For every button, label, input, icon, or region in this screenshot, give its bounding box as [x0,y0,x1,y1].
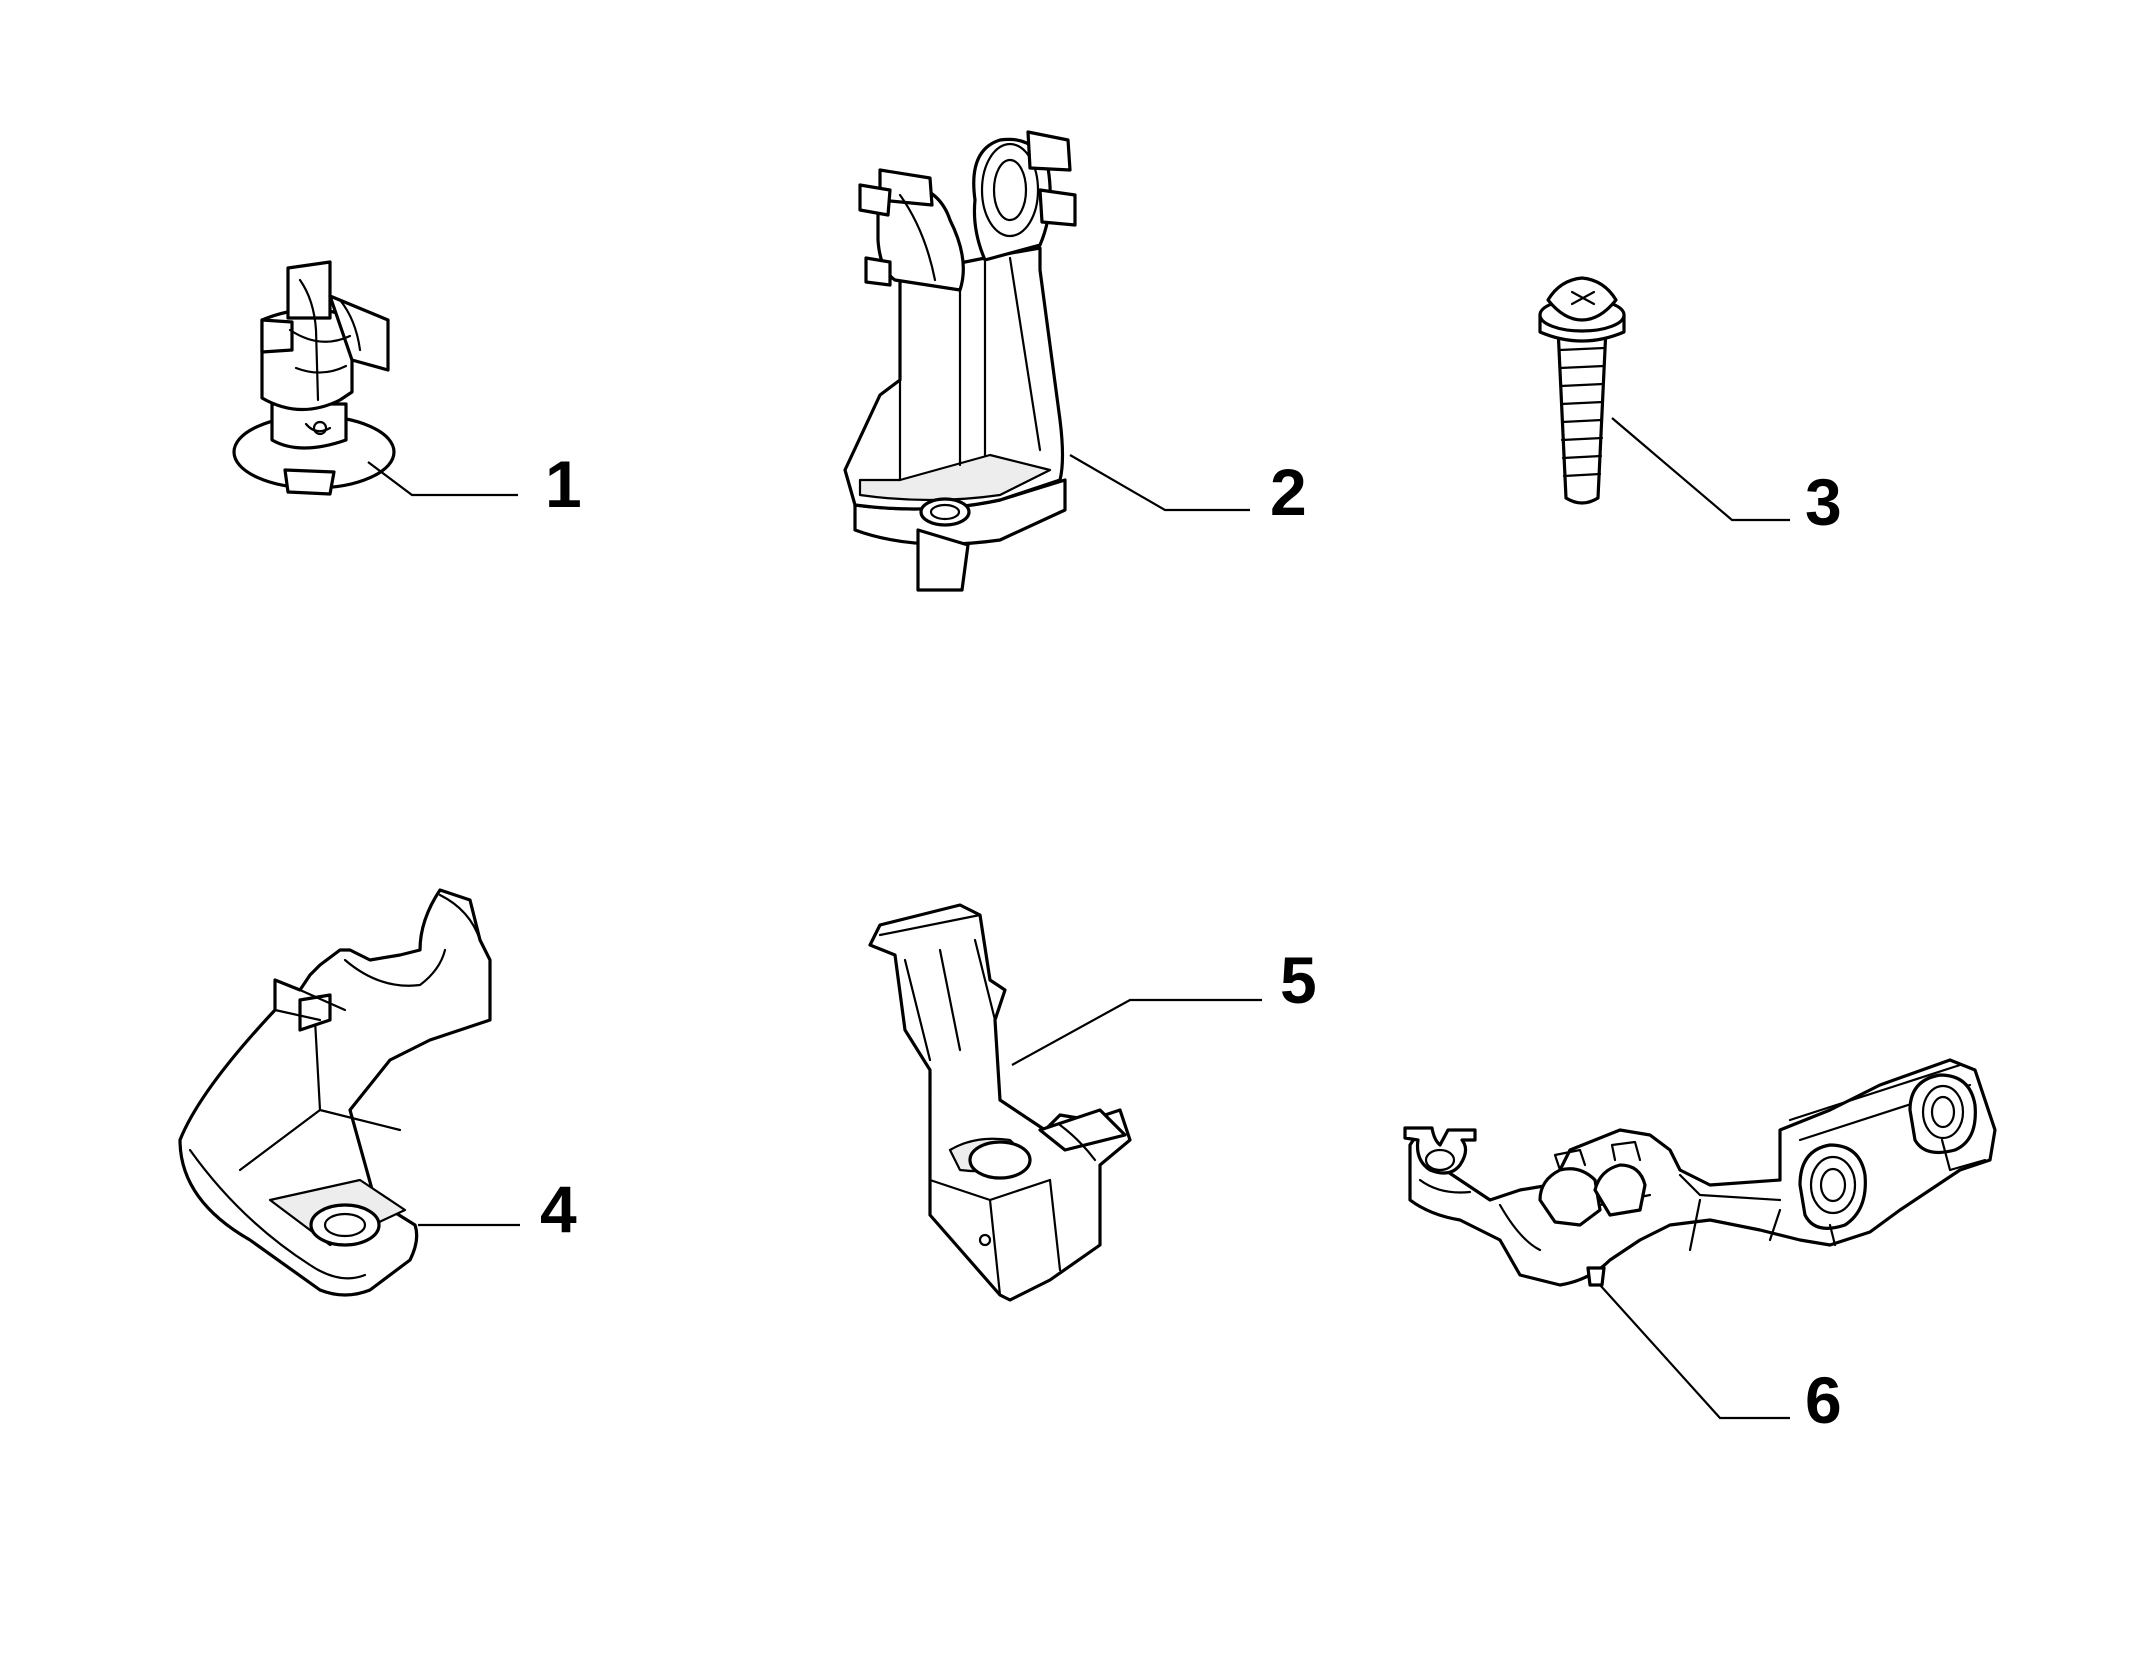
callout-5: 5 [1280,943,1317,1017]
callout-labels: 1 2 3 4 5 6 [540,447,1842,1437]
callout-1: 1 [545,447,582,521]
leader-2 [1069,454,1250,512]
part-4-support [178,888,492,1297]
leader-lines [367,417,1790,1420]
part-1-clip [232,260,396,496]
part-2-bracket [843,130,1077,592]
callout-2: 2 [1270,455,1307,529]
callout-4: 4 [540,1172,577,1246]
part-6-harness-bracket [1403,1058,1997,1287]
leader-1 [367,461,518,497]
leader-5 [1011,998,1262,1066]
leader-3 [1611,417,1790,522]
callout-3: 3 [1805,465,1842,539]
callout-6: 6 [1805,1363,1842,1437]
leader-6 [1599,1284,1790,1420]
part-3-screw [1538,276,1626,505]
part-5-clip [868,903,1132,1302]
